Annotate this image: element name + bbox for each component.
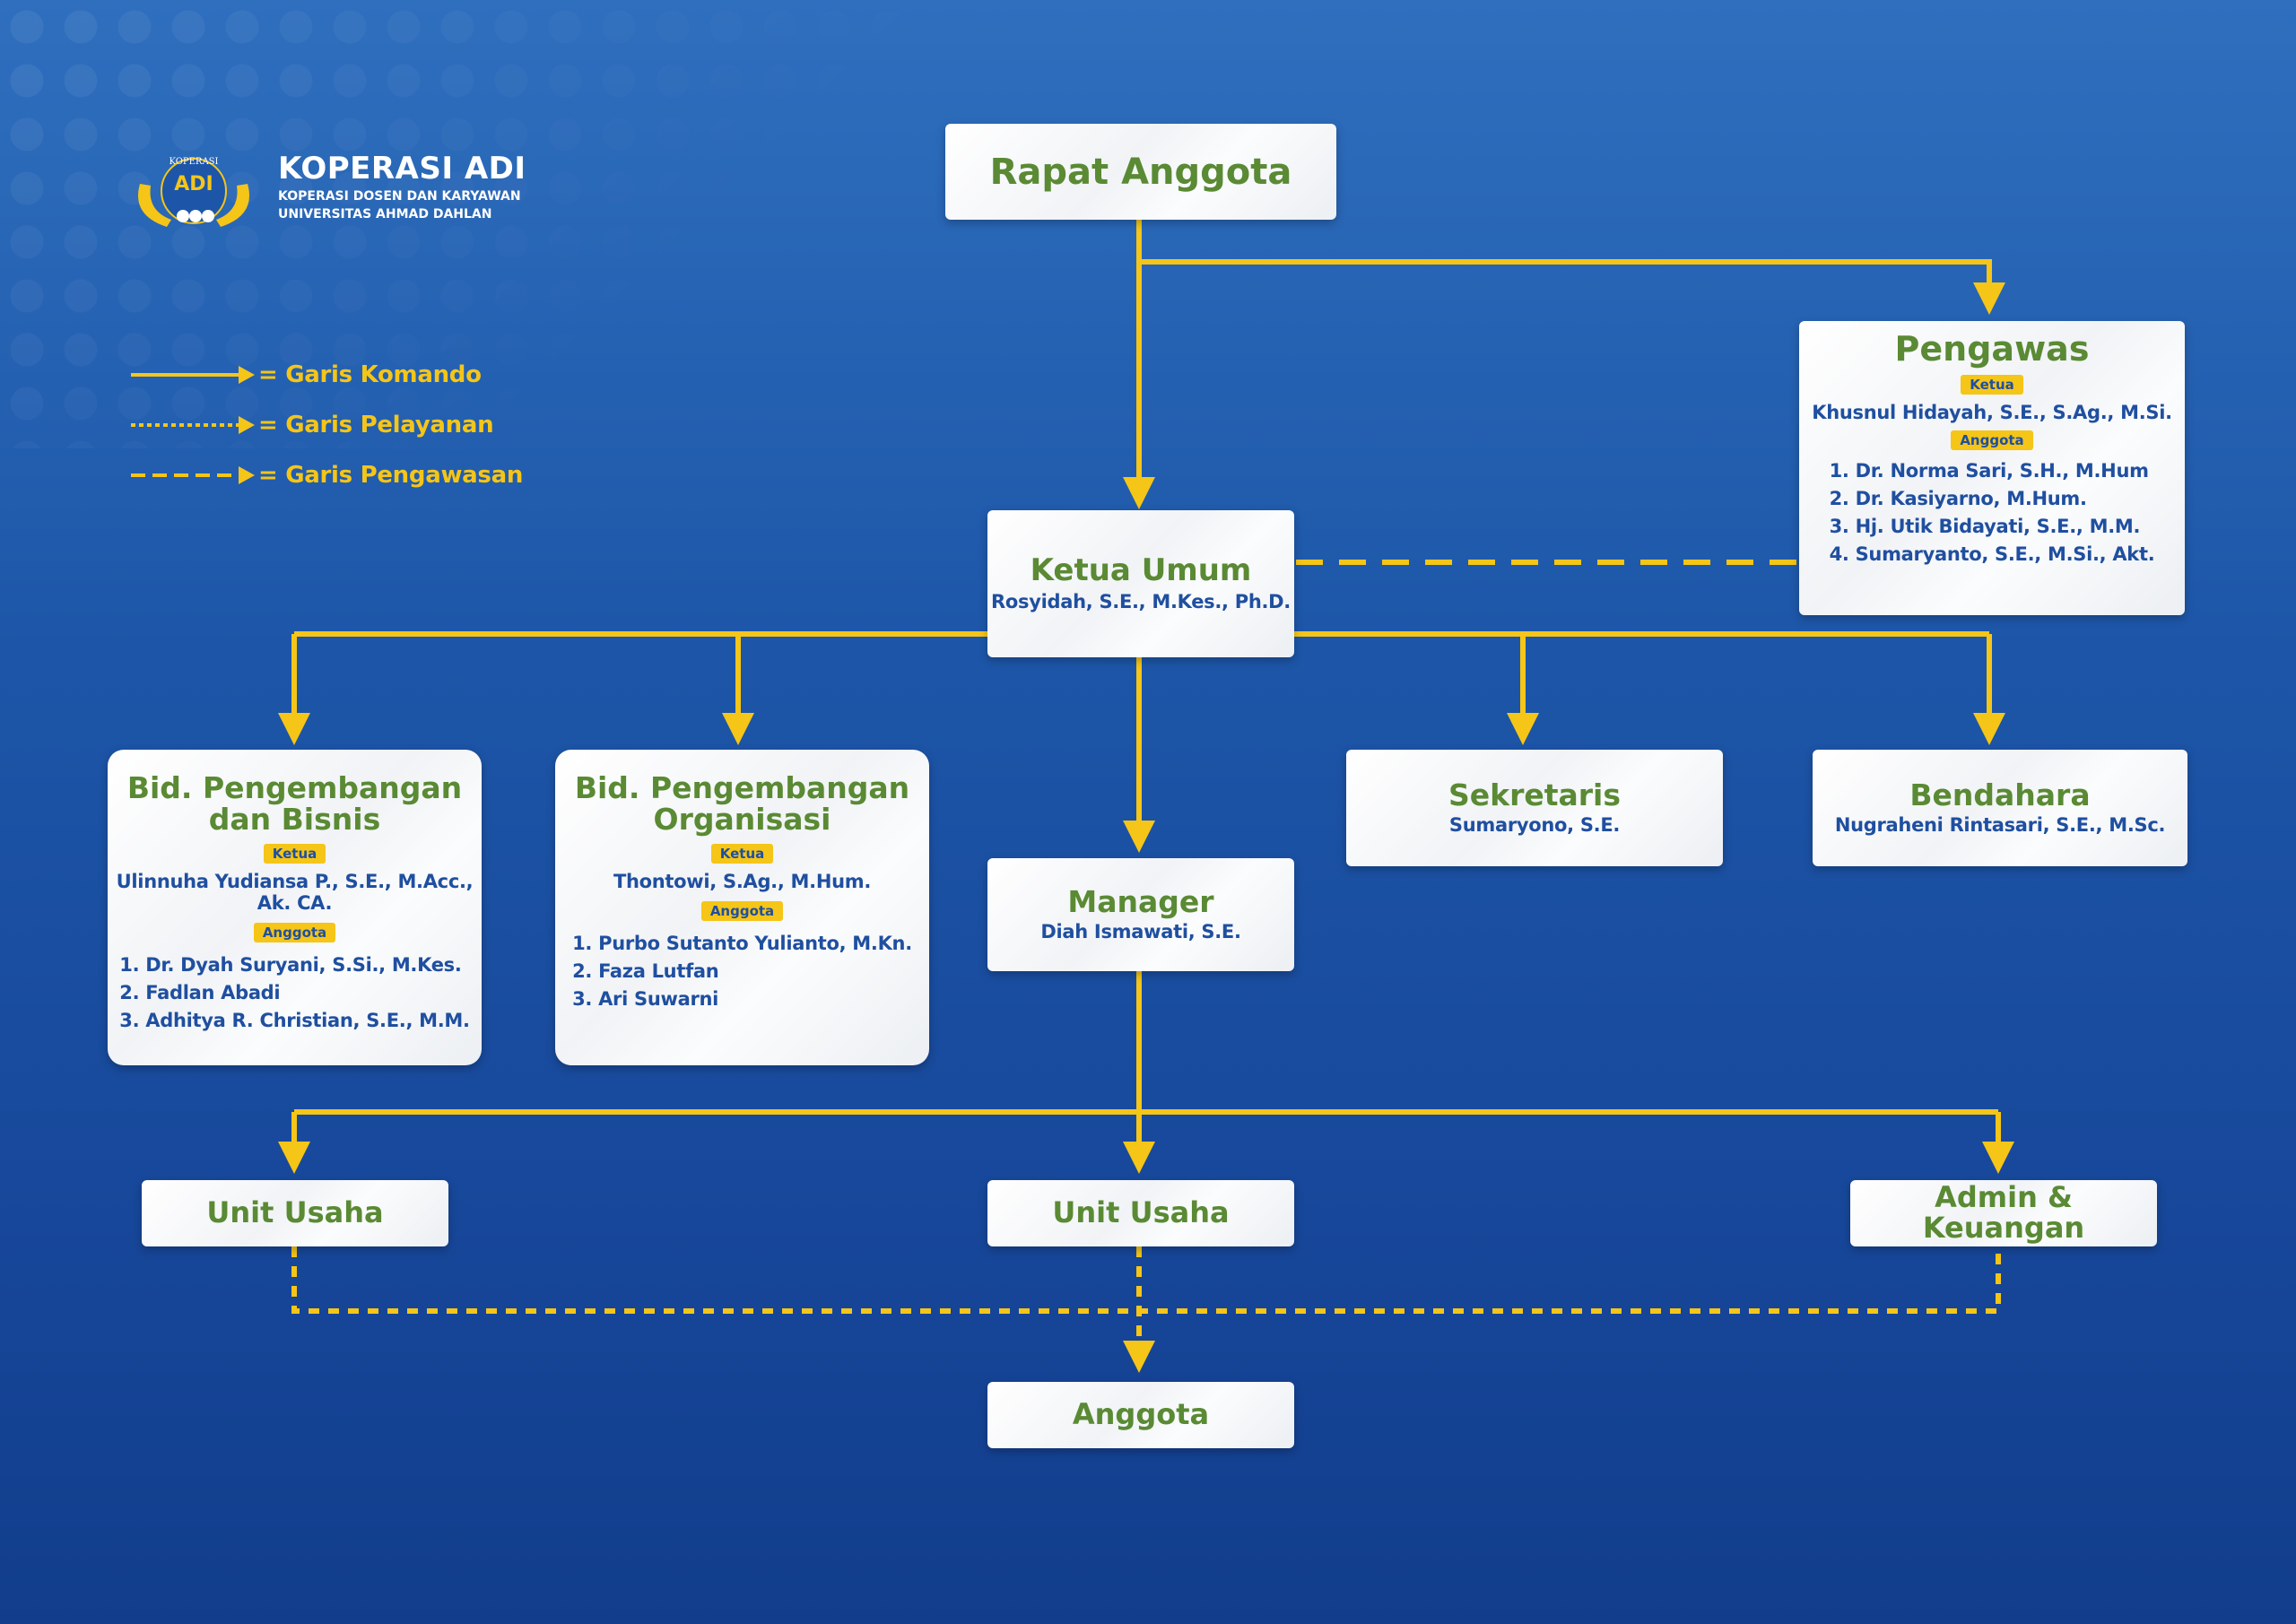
node-bid-bisnis: Bid. Pengembangan dan Bisnis Ketua Ulinn… bbox=[108, 750, 482, 1065]
anggota-tag: Anggota bbox=[253, 923, 336, 943]
list-item: 1. Dr. Norma Sari, S.H., M.Hum bbox=[1829, 459, 2149, 482]
ketua-name: Ulinnuha Yudiansa P., S.E., M.Acc., Ak. … bbox=[116, 871, 474, 915]
node-manager: Manager Diah Ismawati, S.E. bbox=[987, 858, 1294, 971]
anggota-list: 1. Purbo Sutanto Yulianto, M.Kn. 2. Faza… bbox=[572, 930, 912, 1013]
ketua-name: Khusnul Hidayah, S.E., S.Ag., M.Si. bbox=[1812, 401, 2172, 423]
person-name: Diah Ismawati, S.E. bbox=[1040, 921, 1241, 943]
ketua-tag: Ketua bbox=[263, 844, 326, 864]
anggota-list: 1. Dr. Norma Sari, S.H., M.Hum 2. Dr. Ka… bbox=[1830, 457, 2155, 569]
brand-subtitle-line1: KOPERASI DOSEN DAN KARYAWAN bbox=[278, 189, 521, 204]
node-admin-keuangan: Admin & Keuangan bbox=[1850, 1180, 2157, 1246]
ketua-tag: Ketua bbox=[710, 844, 774, 864]
legend-label: = Garis Pengawasan bbox=[258, 462, 524, 489]
svg-text:KOPERASI: KOPERASI bbox=[170, 157, 219, 167]
legend-komando: = Garis Komando bbox=[131, 357, 482, 393]
node-bid-organisasi: Bid. Pengembangan Organisasi Ketua Thont… bbox=[555, 750, 929, 1065]
line-rapat-to-pengawas bbox=[1139, 259, 2005, 315]
node-title: Manager bbox=[1067, 883, 1214, 919]
anggota-list: 1. Dr. Dyah Suryani, S.Si., M.Kes. 2. Fa… bbox=[119, 951, 470, 1035]
node-bendahara: Bendahara Nugraheni Rintasari, S.E., M.S… bbox=[1813, 750, 2187, 866]
list-item: 3. Hj. Utik Bidayati, S.E., M.M. bbox=[1829, 515, 2141, 537]
node-title-line2: dan Bisnis bbox=[208, 801, 381, 837]
anggota-tag: Anggota bbox=[700, 901, 784, 922]
person-name: Rosyidah, S.E., M.Kes., Ph.D. bbox=[991, 590, 1291, 612]
node-title: Sekretaris bbox=[1448, 777, 1622, 812]
person-name: Sumaryono, S.E. bbox=[1448, 814, 1621, 837]
dashed-line-icon bbox=[131, 466, 255, 484]
dotted-line-icon bbox=[131, 416, 255, 434]
node-title-line1: Bid. Pengembangan bbox=[126, 770, 463, 805]
person-name: Nugraheni Rintasari, S.E., M.Sc. bbox=[1834, 814, 2166, 837]
node-rapat-anggota: Rapat Anggota bbox=[945, 124, 1336, 220]
svg-text:ADI: ADI bbox=[174, 173, 213, 195]
legend-pelayanan: = Garis Pelayanan bbox=[131, 407, 494, 443]
ketua-name: Thontowi, S.Ag., M.Hum. bbox=[613, 871, 872, 893]
node-title: Admin & Keuangan bbox=[1922, 1180, 2085, 1245]
node-title: Anggota bbox=[1072, 1397, 1210, 1432]
node-unit-usaha-2: Unit Usaha bbox=[987, 1180, 1294, 1246]
node-title: Rapat Anggota bbox=[989, 151, 1292, 193]
list-item: 4. Sumaryanto, S.E., M.Si., Akt. bbox=[1829, 543, 2155, 565]
legend-label: = Garis Komando bbox=[258, 361, 482, 388]
node-unit-usaha-1: Unit Usaha bbox=[142, 1180, 448, 1246]
list-item: 2. Fadlan Abadi bbox=[119, 982, 281, 1004]
node-sekretaris: Sekretaris Sumaryono, S.E. bbox=[1346, 750, 1723, 866]
node-ketua-umum: Ketua Umum Rosyidah, S.E., M.Kes., Ph.D. bbox=[987, 510, 1294, 657]
koperasi-adi-logo: KOPERASI ADI bbox=[138, 157, 249, 227]
node-title: Ketua Umum bbox=[1030, 552, 1252, 589]
list-item: 2. Dr. Kasiyarno, M.Hum. bbox=[1829, 487, 2087, 509]
node-title: Unit Usaha bbox=[1052, 1195, 1230, 1230]
node-pengawas: Pengawas Ketua Khusnul Hidayah, S.E., S.… bbox=[1799, 321, 2185, 615]
legend-pengawasan: = Garis Pengawasan bbox=[131, 457, 523, 493]
node-title-line2: Organisasi bbox=[653, 801, 831, 837]
node-title: Pengawas bbox=[1894, 329, 2090, 369]
brand-subtitle-line2: UNIVERSITAS AHMAD DAHLAN bbox=[278, 207, 492, 221]
brand-title: KOPERASI ADI bbox=[278, 151, 526, 187]
node-title: Bendahara bbox=[1909, 777, 2091, 812]
list-item: 1. Dr. Dyah Suryani, S.Si., M.Kes. bbox=[119, 954, 462, 977]
list-item: 3. Ari Suwarni bbox=[572, 988, 719, 1011]
list-item: 3. Adhitya R. Christian, S.E., M.M. bbox=[119, 1010, 470, 1032]
node-title: Unit Usaha bbox=[206, 1195, 384, 1230]
list-item: 2. Faza Lutfan bbox=[572, 960, 719, 983]
brand-block: KOPERASI ADI KOPERASI DOSEN DAN KARYAWAN… bbox=[278, 151, 526, 222]
line-pelayanan-bottom bbox=[291, 1246, 2001, 1314]
list-item: 1. Purbo Sutanto Yulianto, M.Kn. bbox=[572, 933, 912, 955]
node-title-line1: Bid. Pengembangan bbox=[574, 770, 910, 805]
solid-line-icon bbox=[131, 366, 255, 384]
node-anggota: Anggota bbox=[987, 1382, 1294, 1448]
ketua-tag: Ketua bbox=[1961, 374, 2023, 395]
anggota-tag: Anggota bbox=[1951, 430, 2033, 450]
legend-label: = Garis Pelayanan bbox=[258, 412, 494, 439]
